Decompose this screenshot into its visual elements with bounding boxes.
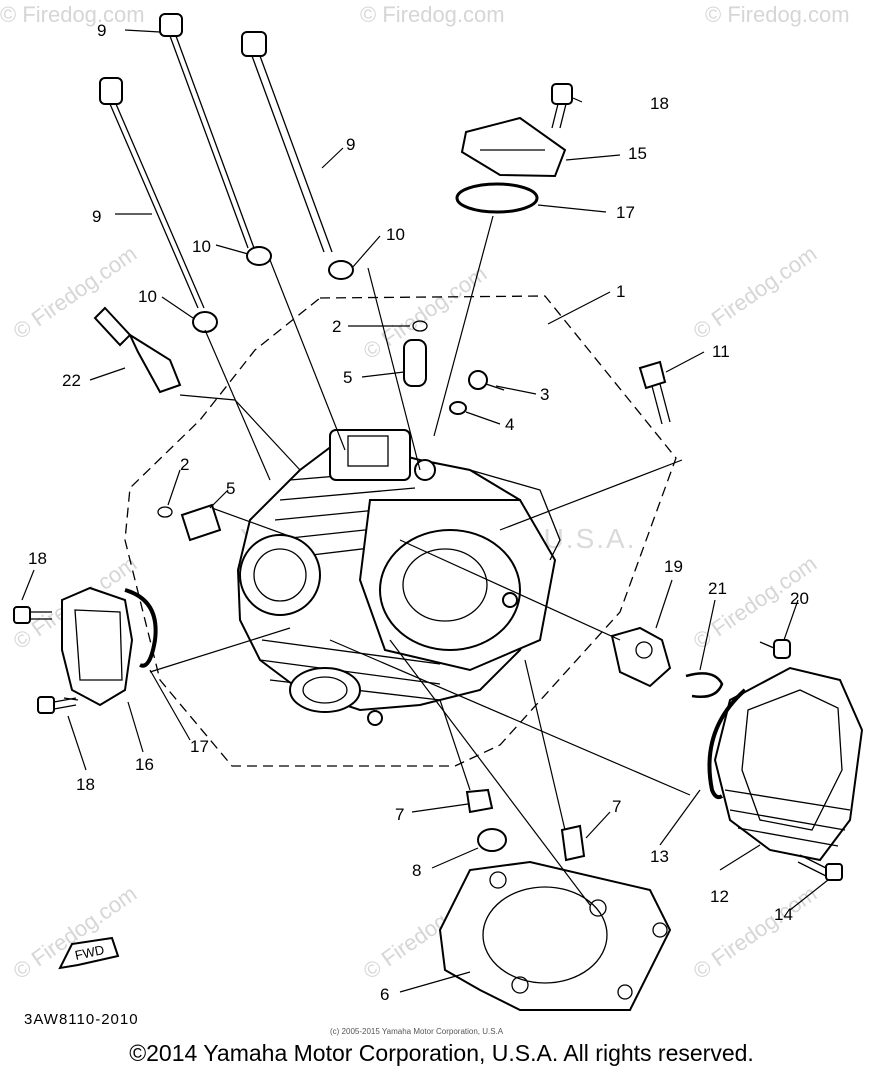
callout-label: 2	[180, 455, 189, 474]
spark-plug	[93, 306, 182, 394]
callout-label: 7	[612, 797, 621, 816]
callout-label: 17	[190, 737, 209, 756]
hose-clamp	[685, 672, 724, 698]
callout-label: 22	[62, 371, 81, 390]
callout-label: 21	[708, 579, 727, 598]
gasket	[707, 688, 747, 800]
callout-label: 19	[664, 557, 683, 576]
head-gasket	[438, 860, 672, 1011]
hose-fitting	[610, 626, 672, 688]
dowel-pin	[465, 788, 494, 814]
callout-label: 10	[138, 287, 157, 306]
cylinder-head-exploded-diagram: © Firedog.com © Firedog.com © Firedog.co…	[0, 2, 864, 1036]
stud-bolt	[99, 77, 205, 309]
front-direction-marker: FWD	[58, 936, 120, 970]
watermark-text: © Firedog.com	[705, 2, 850, 27]
callout-label: 3	[540, 385, 549, 404]
washer	[192, 311, 218, 333]
callout-label: 1	[616, 282, 625, 301]
stud-bolt	[241, 31, 333, 253]
callout-label: 2	[332, 317, 341, 336]
callout-label: 6	[380, 985, 389, 1004]
callout-label: 11	[712, 342, 730, 361]
callout-label: 14	[774, 905, 793, 924]
callout-label: 8	[412, 861, 421, 880]
valve-guide	[403, 339, 427, 387]
callout-label: 5	[226, 479, 235, 498]
front-marker-label: FWD	[74, 942, 106, 963]
bolt	[551, 83, 573, 129]
callout-label: 9	[346, 135, 355, 154]
callout-label: 16	[135, 755, 154, 774]
dowel-pin	[560, 824, 586, 862]
head-side-cover	[713, 666, 864, 862]
washer	[246, 246, 272, 266]
callout-label: 13	[650, 847, 669, 866]
callout-label: 5	[343, 368, 352, 387]
callout-label: 18	[28, 549, 47, 568]
watermark-text: © Firedog.com	[689, 241, 822, 344]
assembly-boundary	[124, 295, 677, 767]
stud-bolt	[159, 13, 255, 249]
watermark-text: © Firedog.com	[0, 2, 145, 27]
screw	[468, 370, 505, 391]
o-ring	[455, 182, 539, 214]
copyright-footer: ©2014 Yamaha Motor Corporation, U.S.A. A…	[129, 1040, 754, 1066]
side-cover	[61, 586, 134, 707]
bolt	[638, 360, 671, 425]
bolt	[797, 854, 843, 881]
leader-lines	[21, 29, 829, 993]
callout-label: 18	[76, 775, 95, 794]
cylinder-head	[236, 429, 561, 726]
watermark-text: © Firedog.com	[9, 881, 142, 984]
watermark-text: © Firedog.com	[360, 2, 505, 27]
part-code-label: 3AW8110-2010	[24, 1011, 139, 1028]
callout-label: 20	[790, 589, 809, 608]
callout-label: 9	[92, 207, 101, 226]
washer	[477, 828, 507, 852]
callout-label: 17	[616, 203, 635, 222]
callout-label: 18	[650, 94, 669, 113]
callout-label: 10	[192, 237, 211, 256]
callout-label: 15	[628, 144, 647, 163]
dowel-pin	[449, 401, 467, 415]
washer	[328, 260, 354, 280]
circlip	[412, 320, 428, 332]
callout-label: 10	[386, 225, 405, 244]
callout-label: 7	[395, 805, 404, 824]
callout-label: 12	[710, 887, 729, 906]
small-credit-text: (c) 2005-2015 Yamaha Motor Corporation, …	[330, 1027, 504, 1036]
tappet-cap	[460, 116, 567, 178]
bolt	[13, 606, 52, 624]
o-ring	[124, 588, 158, 668]
callout-label: 4	[505, 415, 514, 434]
screw	[759, 639, 791, 659]
circlip	[157, 506, 173, 518]
watermark-text: © Firedog.com	[689, 881, 822, 984]
callout-label: 9	[97, 21, 106, 40]
valve-guide	[180, 503, 222, 542]
callouts: 9 9 9 10 10 10 18 15 17 1 11 2 5 3 4 22 …	[28, 21, 809, 1004]
